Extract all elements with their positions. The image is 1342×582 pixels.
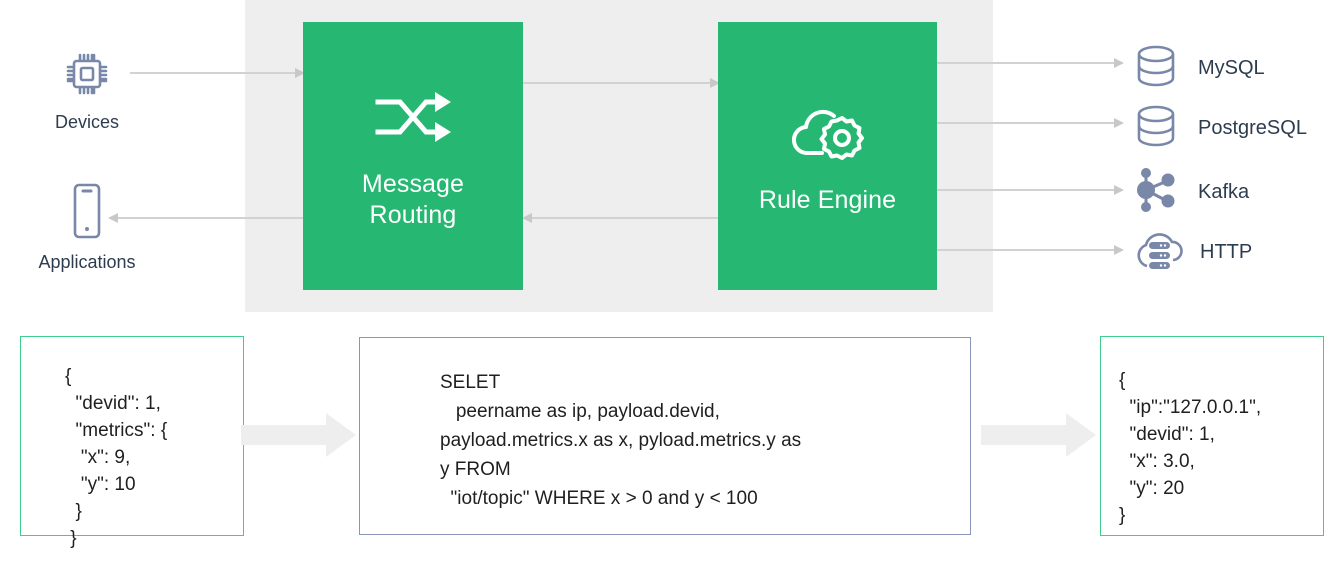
node-graph-icon [1130,164,1182,221]
database-icon [1130,40,1182,97]
block-label-message-routing: Message Routing [362,169,464,231]
block-label-line2: Routing [369,201,457,229]
input-payload-code: { "devid": 1, "metrics": { "x": 9, "y": … [65,366,168,549]
output-payload-code: { "ip":"127.0.0.1", "devid": 1, "x": 3.0… [1119,370,1262,526]
output-payload-panel: { "ip":"127.0.0.1", "devid": 1, "x": 3.0… [1100,336,1324,536]
sink-node-http: HTTP [1130,224,1252,281]
cloud-gear-icon [785,97,871,169]
sink-label-mysql: MySQL [1198,57,1265,79]
chip-icon [59,46,115,102]
source-node-devices: Devices [24,46,150,133]
block-rule-engine[interactable]: Rule Engine [718,22,937,290]
database-icon [1130,100,1182,157]
sql-rule-panel: SELET peername as ip, payload.devid, pay… [359,337,971,535]
arrow-input-to-sql [241,413,356,457]
block-label-line1: Message [361,170,465,198]
input-payload-panel: { "devid": 1, "metrics": { "x": 9, "y": … [20,336,244,549]
block-label-rule-engine: Rule Engine [758,185,897,214]
sink-node-postgresql: PostgreSQL [1130,100,1307,157]
sink-node-kafka: Kafka [1130,164,1249,221]
source-label-applications: Applications [38,252,136,272]
source-node-applications: Applications [24,180,150,273]
shuffle-arrows-icon [370,81,456,153]
sink-node-mysql: MySQL [1130,40,1265,97]
arrow-sql-to-output [981,413,1096,457]
cloud-server-icon [1130,224,1184,281]
mobile-phone-icon [66,180,108,242]
sink-label-postgresql: PostgreSQL [1198,117,1307,139]
sink-label-http: HTTP [1200,241,1253,263]
sink-label-kafka: Kafka [1198,181,1250,203]
block-message-routing[interactable]: Message Routing [303,22,523,290]
source-label-devices: Devices [54,112,120,132]
sql-rule-code: SELET peername as ip, payload.devid, pay… [440,372,802,509]
